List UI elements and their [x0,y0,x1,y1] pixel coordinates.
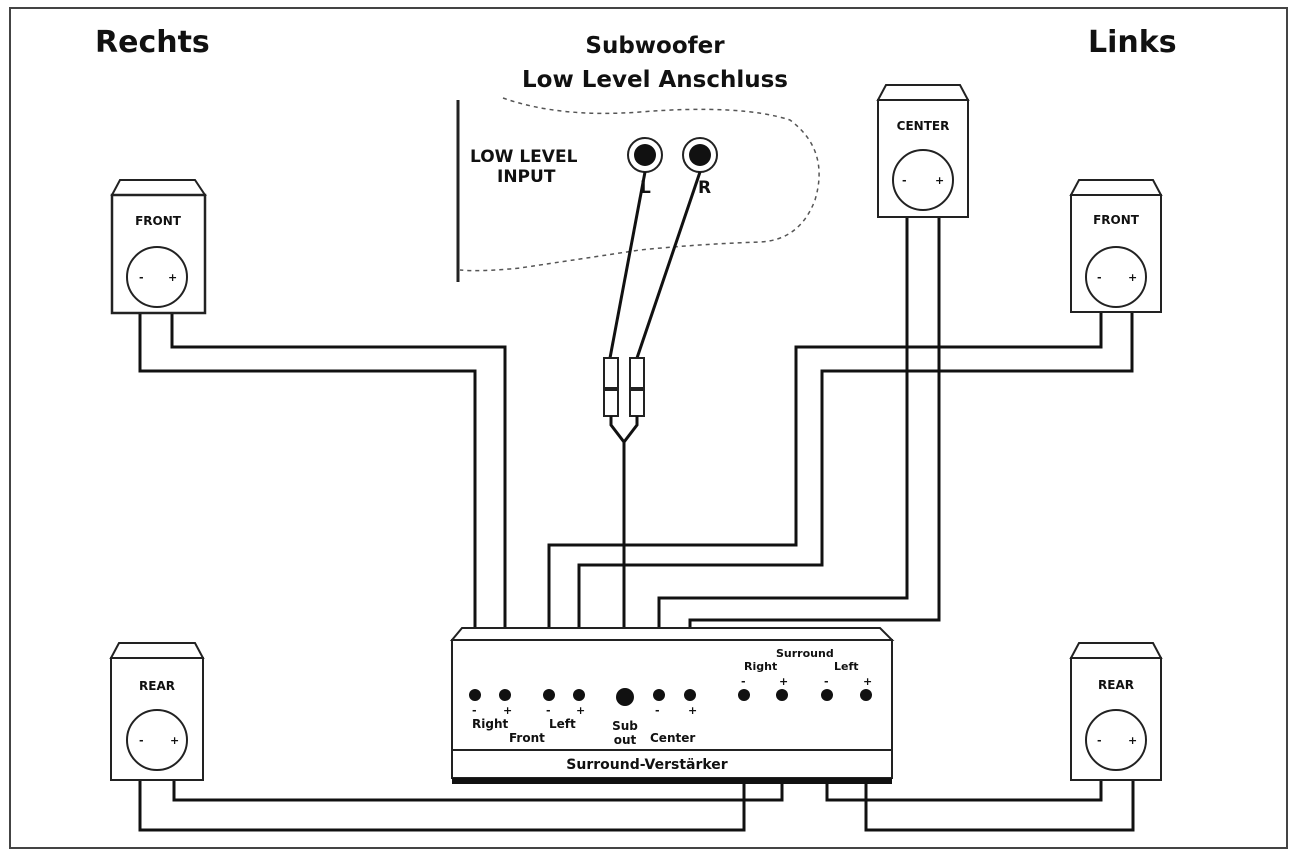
terminal-sub-out [616,688,634,706]
rca-plug-right-body [629,389,645,417]
speaker-rear-right-label: REAR [139,679,175,693]
terminal-surround-right-minus [738,689,750,701]
amp-label-surround: Surround [776,647,834,660]
subwoofer-panel: LOW LEVEL INPUT L R [456,97,820,282]
terminal-center-minus [653,689,665,701]
wire-center-plus [688,195,941,690]
label-rechts: Rechts [95,25,210,60]
terminal-plus-label: + [1128,734,1137,747]
terminal-front-left-minus [543,689,555,701]
polarity-minus: - [472,704,477,717]
polarity-minus: - [655,704,660,717]
terminal-front-left-plus [573,689,585,701]
terminal-front-right-minus [469,689,481,701]
terminal-plus-label: + [168,271,177,284]
jack-right-label: R [698,178,711,198]
polarity-plus: + [503,704,512,717]
terminal-center-plus [684,689,696,701]
speaker-rear-left-label: REAR [1098,678,1134,692]
jack-right [682,137,718,173]
subwoofer-title: Subwoofer [585,33,725,59]
terminal-surround-left-plus [860,689,872,701]
rca-plug-left [603,357,619,389]
speaker-front-right: FRONT - + [110,179,207,315]
speaker-front-left: FRONT - + [1069,179,1163,313]
diagram-frame [9,7,1288,849]
speaker-center-cone [892,149,954,211]
wire-center-minus [657,195,909,690]
polarity-plus: + [779,675,788,688]
terminal-minus-label: - [1097,271,1102,284]
polarity-plus: + [863,675,872,688]
terminal-surround-left-minus [821,689,833,701]
wire-front-right-minus [138,290,477,690]
speaker-center-label: CENTER [897,119,950,133]
terminal-front-right-plus [499,689,511,701]
speaker-rear-right-cone [126,709,188,771]
rca-plug-left-body [603,389,619,417]
speaker-front-right-label: FRONT [135,214,182,228]
amp-label-surround-left: Left [834,660,859,673]
wire-front-right-plus [170,290,507,690]
subwoofer-subtitle: Low Level Anschluss [522,67,788,93]
speaker-rear-right: REAR - + [109,642,205,781]
terminal-plus-label: + [170,734,179,747]
jack-left [627,137,663,173]
jack-left-label: L [640,178,651,198]
wire-front-left-plus [577,290,1134,690]
terminal-plus-label: + [1128,271,1137,284]
amp-label-surround-right: Right [744,660,777,673]
surround-amplifier: Surround-Verstärker - + - + - + - + - + … [449,627,895,784]
speaker-front-right-cone [126,246,188,308]
speaker-rear-left: REAR - + [1069,642,1163,781]
speaker-front-left-cone [1085,246,1147,308]
terminal-surround-right-plus [776,689,788,701]
polarity-minus: - [741,675,746,688]
amp-label-front-right: Right [472,717,508,731]
amp-label-sub: Sub [612,719,638,733]
terminal-plus-label: + [935,174,944,187]
speaker-rear-left-cone [1085,709,1147,771]
low-level-input-label-1: LOW LEVEL [470,147,578,167]
rca-plug-right [629,357,645,389]
subwoofer-outline [459,97,820,272]
wire-front-left-minus [547,290,1103,690]
amp-label-out: out [614,733,637,747]
amp-label-center: Center [650,731,695,745]
amplifier-name: Surround-Verstärker [566,757,727,773]
terminal-minus-label: - [139,271,144,284]
terminal-minus-label: - [139,734,144,747]
polarity-plus: + [576,704,585,717]
speaker-front-left-label: FRONT [1093,213,1140,227]
polarity-plus: + [688,704,697,717]
low-level-input-label-2: INPUT [497,167,556,187]
terminal-minus-label: - [1097,734,1102,747]
polarity-minus: - [546,704,551,717]
amp-label-front: Front [509,731,545,745]
terminal-minus-label: - [902,174,907,187]
polarity-minus: - [824,675,829,688]
speaker-center: CENTER - + [876,84,970,218]
label-links: Links [1088,25,1177,60]
amp-label-front-left: Left [549,717,576,731]
